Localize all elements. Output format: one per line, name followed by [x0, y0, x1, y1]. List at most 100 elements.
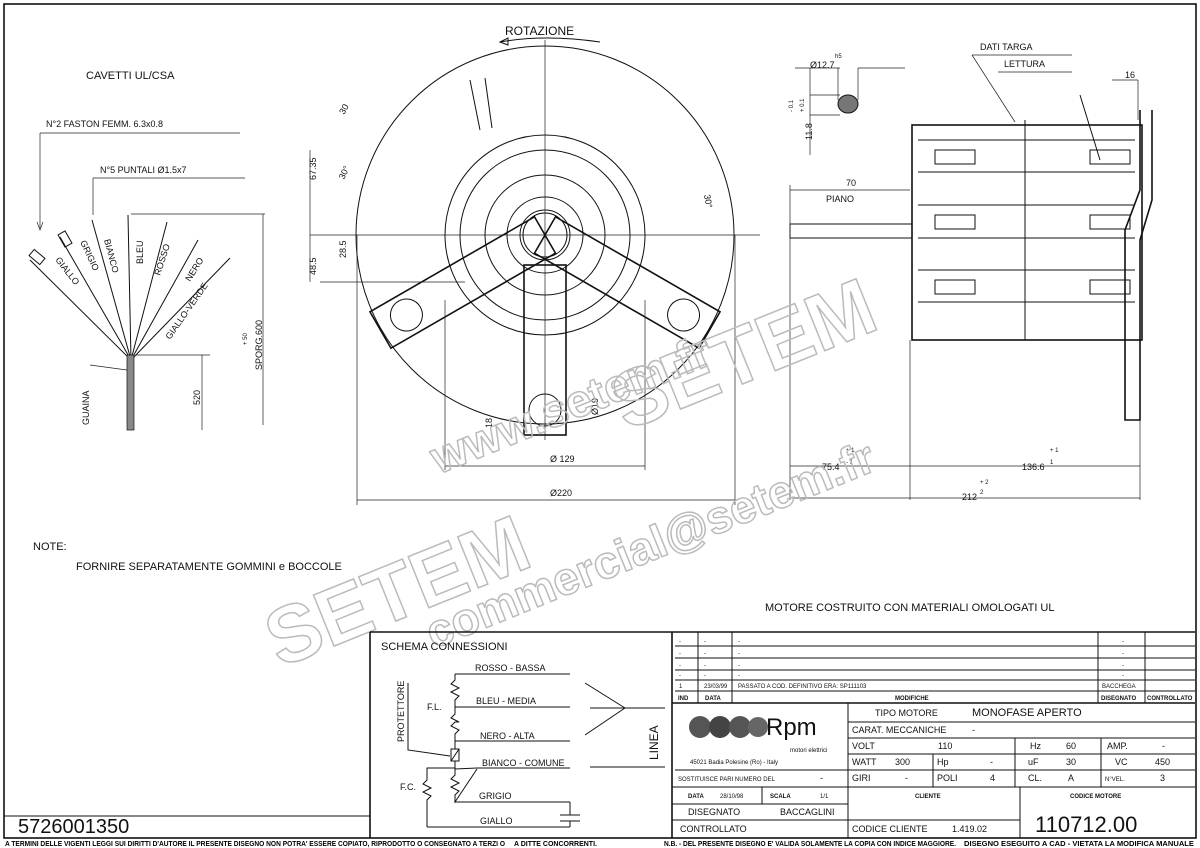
tipo-value: MONOFASE APERTO	[972, 707, 1082, 719]
amp-label: AMP.	[1107, 741, 1128, 751]
lead-grigio: GRIGIO	[479, 791, 512, 801]
uf-label: uF	[1028, 757, 1039, 767]
ul-note: MOTORE COSTRUITO CON MATERIALI OMOLOGATI…	[765, 602, 1055, 614]
faston-label: N°2 FASTON FEMM. 6.3x0.8	[46, 119, 163, 129]
dim-30deg-left: 30°	[337, 164, 352, 181]
side-view: Ø12.7 h5 11.8 + 0.1 - 0.1 DATI TARGA LET…	[789, 42, 1153, 502]
sheath-label: GUAINA	[81, 390, 91, 425]
connection-schema: SCHEMA CONNESSIONI ROSSO - BASSA BLEU - …	[381, 641, 665, 828]
sost-value: -	[820, 773, 823, 783]
flat-tol-minus: - 0.1	[789, 99, 795, 112]
footer-competitors: A DITTE CONCORRENTI.	[514, 841, 597, 848]
rotation-label: ROTAZIONE	[505, 24, 574, 38]
codice-motore-label: CODICE MOTORE	[1070, 794, 1121, 800]
giri-label: GIRI	[852, 773, 871, 783]
dim-30: 30	[337, 102, 351, 116]
codice-cliente-value: 1.419.02	[952, 824, 987, 834]
notes-text: FORNIRE SEPARATAMENTE GOMMINI e BOCCOLE	[76, 561, 342, 573]
revision-cell: PASSATO A COD. DEFINITIVO ERA: SP111103	[738, 684, 867, 690]
revision-cell: 23/03/99	[704, 684, 728, 690]
wire-label-giallo: GIALLO	[53, 255, 81, 287]
shaft	[789, 223, 913, 239]
dim-16: 16	[1125, 70, 1135, 80]
dim-48-5: 48.5	[308, 257, 318, 275]
cables-view: CAVETTI UL/CSA N°2 FASTON FEMM. 6.3x0.8 …	[28, 70, 265, 431]
dim-18: 18	[484, 418, 494, 428]
footer-copyright: A TERMINI DELLE VIGENTI LEGGI SUI DIRITT…	[5, 841, 506, 848]
revision-cell: -	[1122, 663, 1124, 669]
scala-value: 1/1	[820, 794, 829, 800]
lead-bianco-comune: BIANCO - COMUNE	[482, 758, 565, 768]
revision-cell: -	[738, 651, 740, 657]
dim-30deg-right: 30°	[702, 194, 714, 210]
piano-label: PIANO	[826, 194, 854, 204]
dim-sporg-tol: + 50	[243, 332, 249, 345]
title-block: Rpm motori elettrici 45021 Badia Polesin…	[672, 702, 1195, 838]
dim-212-tol-plus: + 2	[980, 480, 989, 486]
data-label: DATA	[688, 794, 704, 800]
revision-cell: -	[704, 663, 706, 669]
codice-motore-value: 110712.00	[1035, 812, 1137, 837]
flat-tol-plus: + 0.1	[800, 98, 806, 112]
dim-67-35: 67.35	[308, 157, 318, 180]
dim-70: 70	[846, 178, 856, 188]
shaft-fit: h5	[835, 54, 842, 60]
amp-value: -	[1162, 741, 1165, 751]
revision-cell: -	[738, 663, 740, 669]
revision-cell: 1	[679, 684, 683, 690]
revision-cell: -	[679, 673, 681, 679]
dim-520: 520	[192, 390, 202, 405]
dim-dia-19: Ø19	[590, 398, 600, 415]
watt-label: WATT	[852, 757, 877, 767]
nvel-value: 3	[1160, 773, 1165, 783]
scala-label: SCALA	[770, 794, 791, 800]
lead-nero-alta: NERO - ALTA	[480, 731, 535, 741]
hp-value: -	[990, 757, 993, 767]
wire-label-bianco: BIANCO	[102, 238, 121, 274]
cables-title: CAVETTI UL/CSA	[86, 70, 175, 82]
notes-label: NOTE:	[33, 541, 67, 553]
volt-value: 110	[938, 741, 952, 751]
rev-header-disegnato: DISEGNATO	[1101, 696, 1136, 702]
revision-cell: -	[704, 673, 706, 679]
revision-cell: -	[704, 639, 706, 645]
fc-label: F.C.	[400, 782, 416, 792]
rev-header-modifiche: MODIFICHE	[895, 696, 929, 702]
revision-cell: -	[1122, 673, 1124, 679]
revision-cell: -	[738, 673, 740, 679]
dim-dia-220: Ø220	[550, 488, 572, 498]
footer-nb: N.B. - DEL PRESENTE DISEGNO E' VALIDA SO…	[664, 841, 956, 848]
sheet-border	[3, 3, 1197, 839]
logo-brand: Rpm	[766, 714, 817, 741]
protector-label: PROTETTORE	[396, 681, 406, 742]
reading-label: LETTURA	[1004, 59, 1045, 69]
revision-cell: -	[738, 639, 740, 645]
revision-cell: BACCHEGA	[1102, 684, 1136, 690]
dim-sporg: SPORG.600	[254, 320, 264, 370]
footer-cad: DISEGNO ESEGUITO A CAD - VIETATA LA MODI…	[964, 841, 1194, 848]
revision-cell: -	[679, 651, 681, 657]
disegnato-label: DISEGNATO	[688, 807, 740, 817]
rev-header-ind: IND	[678, 696, 689, 702]
line-label: LINEA	[647, 725, 661, 760]
revision-cell: -	[1122, 639, 1124, 645]
vc-label: VC	[1115, 757, 1128, 767]
fl-label: F.L.	[427, 702, 442, 712]
lead-giallo: GIALLO	[480, 816, 513, 826]
flat-dim: 11.8	[804, 123, 814, 140]
sheath	[126, 354, 135, 431]
dim-28-5: 28.5	[338, 240, 348, 258]
wire-label-rosso: ROSSO	[152, 243, 172, 277]
wire-label-bleu: BLEU	[135, 240, 145, 264]
carat-value: -	[972, 725, 975, 735]
revision-cell: -	[1122, 651, 1124, 657]
hz-label: Hz	[1030, 741, 1041, 751]
lead-rosso-bassa: ROSSO - BASSA	[475, 663, 546, 673]
disegnato-value: BACCAGLINI	[780, 807, 835, 817]
dim-dia-129: Ø 129	[550, 454, 575, 464]
lead-bleu-media: BLEU - MEDIA	[476, 696, 536, 706]
data-value: 28/10/98	[720, 794, 744, 800]
controllato-label: CONTROLLATO	[680, 824, 747, 834]
